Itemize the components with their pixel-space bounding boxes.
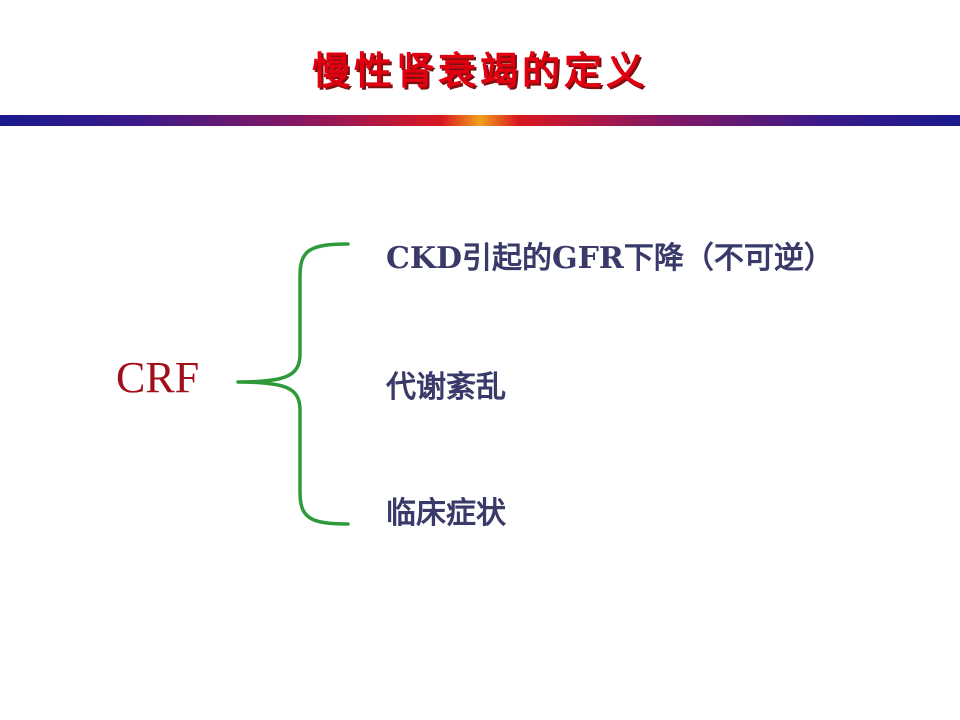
definition-item-symptoms: 临床症状 [386,496,506,531]
definition-item-metabolic: 代谢紊乱 [386,370,506,405]
subject-label: CRF [116,353,200,402]
definition-item-gfr: CKD引起的GFR下降（不可逆） [386,241,834,276]
title-divider [0,115,960,126]
curly-brace-icon [236,242,350,526]
slide-title: 慢性肾衰竭的定义 [311,49,648,93]
